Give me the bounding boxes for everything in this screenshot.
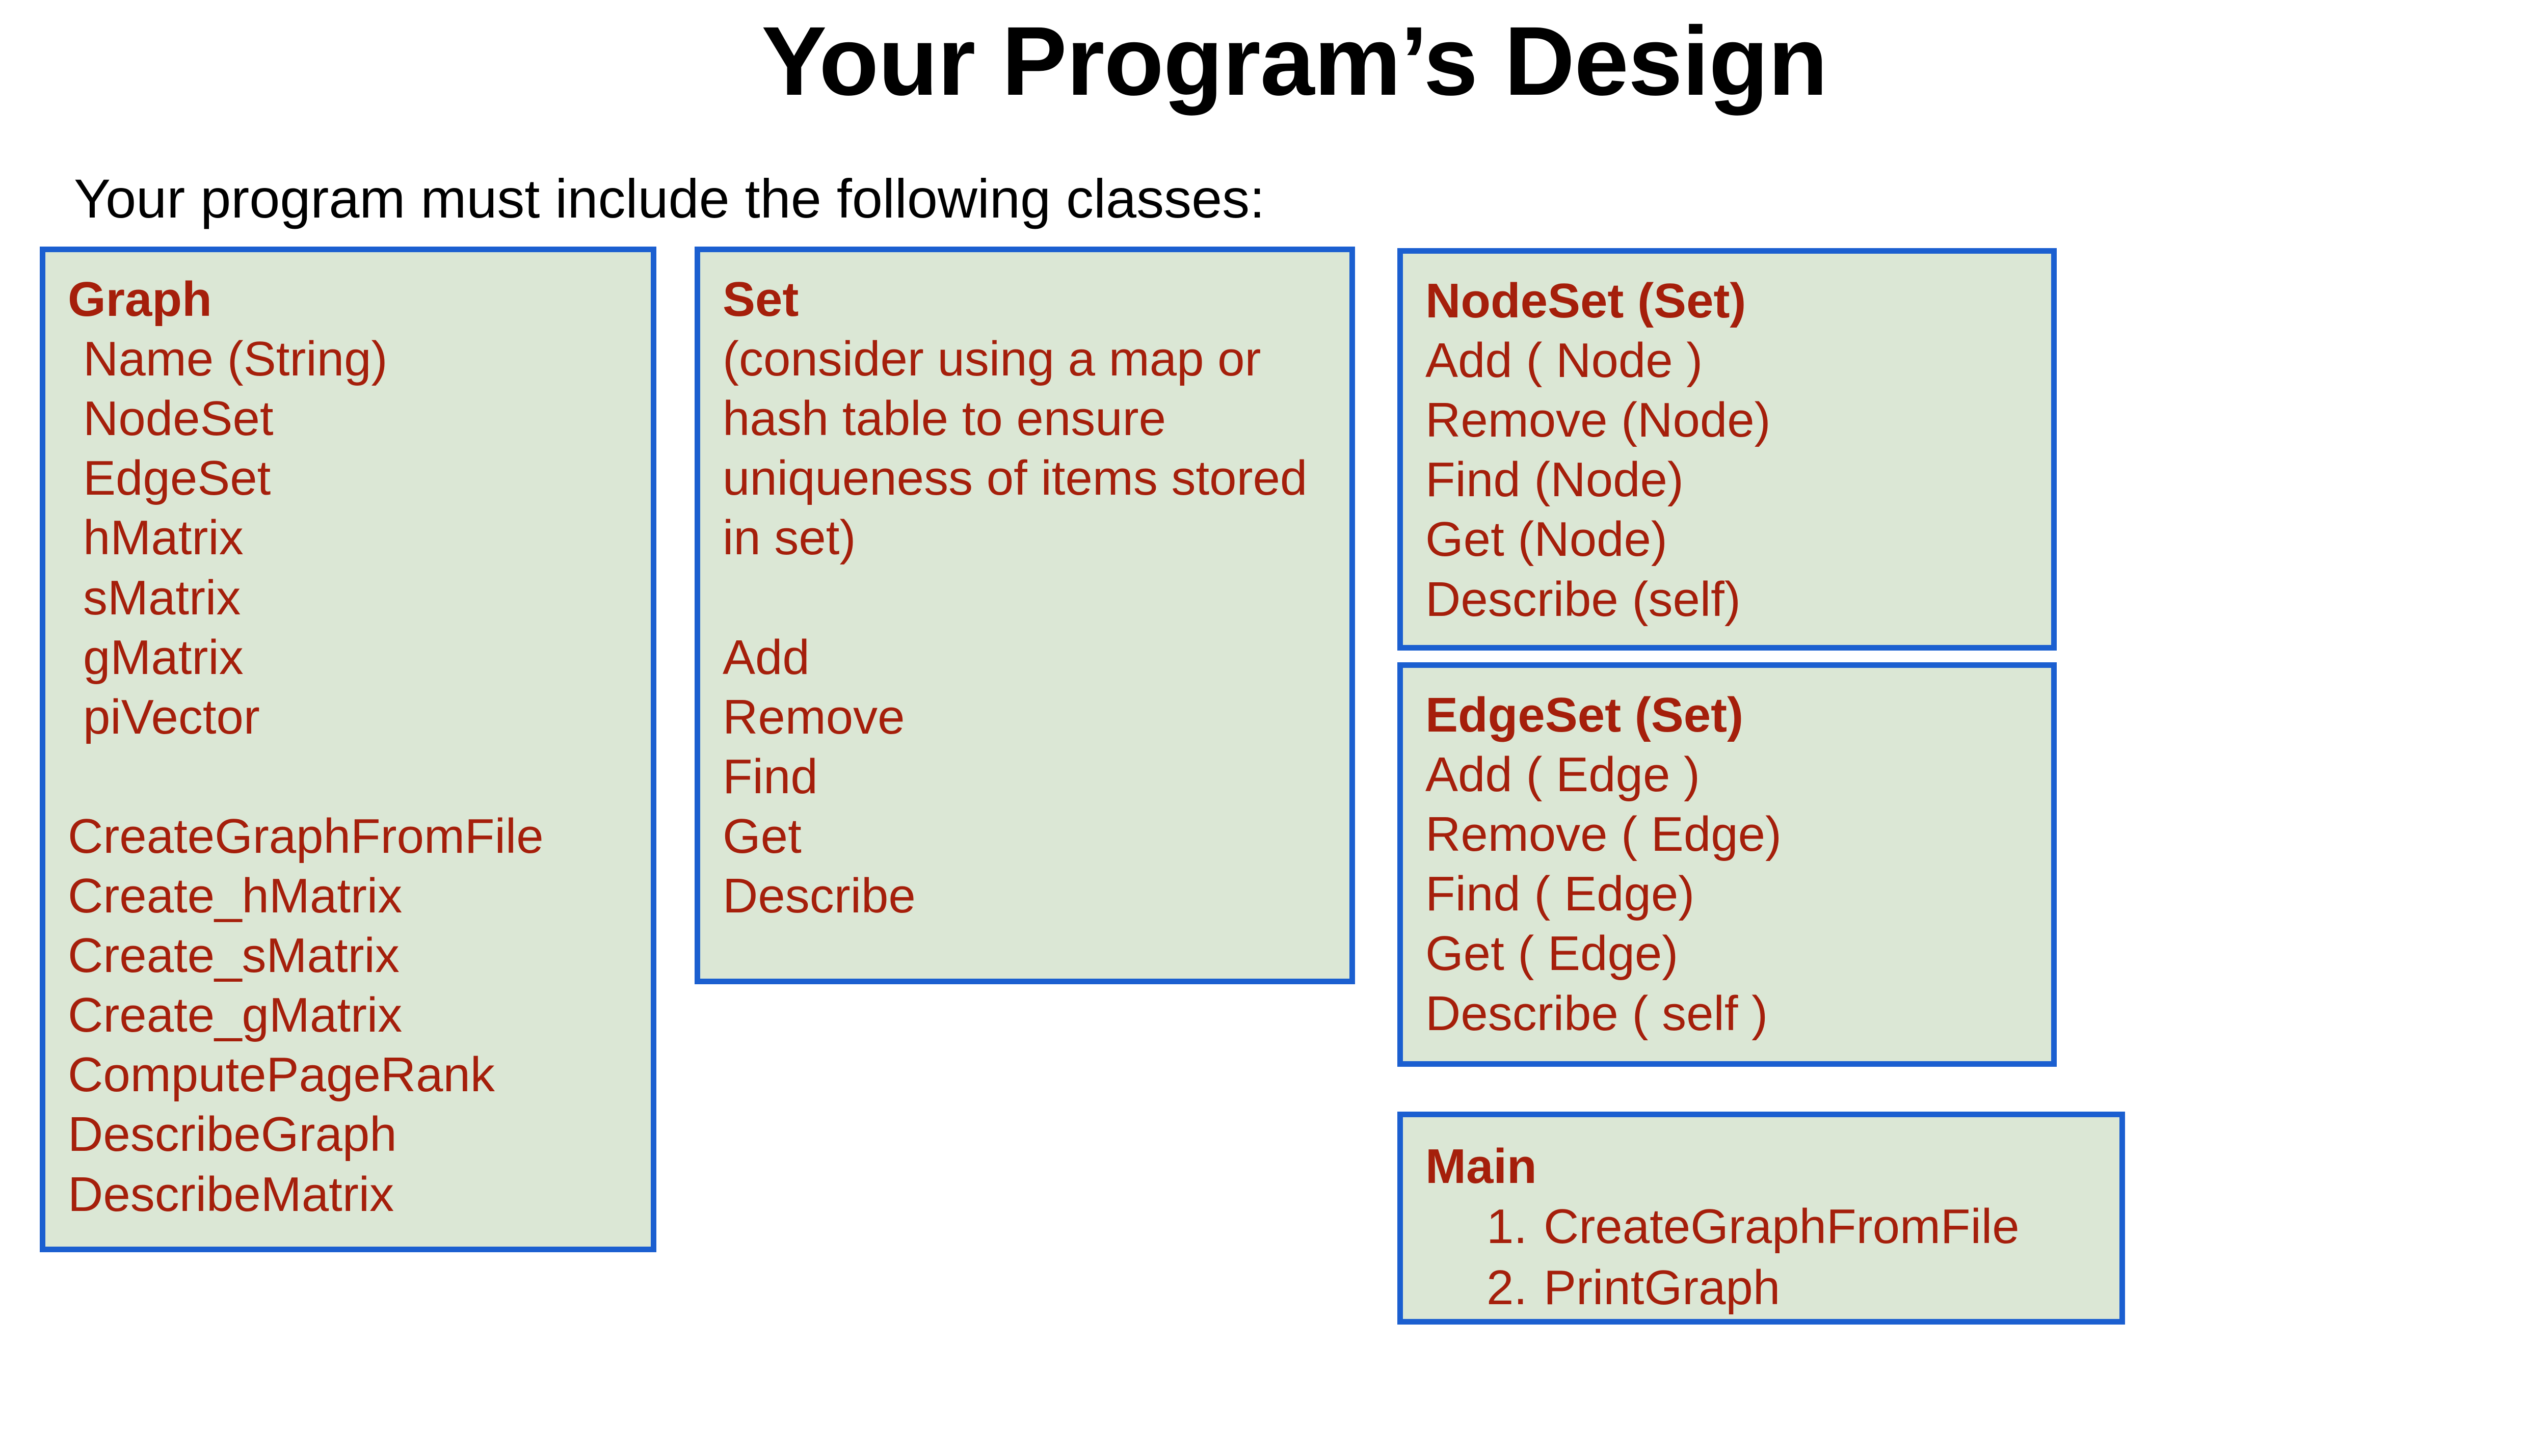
class-box-edgeset-content: EdgeSet (Set) Add ( Edge ) Remove ( Edge… [1403, 668, 2051, 1061]
class-box-nodeset: NodeSet (Set) Add ( Node ) Remove (Node)… [1397, 248, 2057, 651]
list-item: DescribeGraph [68, 1107, 397, 1162]
list-item: ComputePageRank [68, 1047, 495, 1102]
list-item: NodeSet [83, 391, 274, 446]
list-item: Add ( Node ) [1425, 333, 1703, 388]
list-item-label: CreateGraphFromFile [1544, 1199, 2020, 1254]
list-item: Describe (self) [1425, 572, 1741, 627]
list-item: gMatrix [83, 630, 244, 685]
class-box-graph: Graph Name (String) NodeSet EdgeSet hMat… [40, 247, 656, 1252]
list-item: Create_hMatrix [68, 868, 403, 923]
list-item-number: 2. [1487, 1260, 1528, 1315]
slide-title: Your Program’s Design [761, 6, 1827, 116]
method-list-edgeset: Add ( Edge ) Remove ( Edge) Find ( Edge)… [1425, 745, 2051, 1043]
list-item: 2. PrintGraph [1487, 1257, 2119, 1318]
list-item: Describe ( self ) [1425, 986, 1768, 1041]
slide-subtitle: Your program must include the following … [74, 168, 1265, 229]
list-gap-divider [68, 747, 651, 806]
list-item: Create_sMatrix [68, 928, 400, 983]
list-item: Find [723, 749, 818, 804]
list-item: EdgeSet [83, 451, 271, 506]
list-item: Remove ( Edge) [1425, 807, 1782, 862]
class-box-set-content: Set (consider using a map or hash table … [700, 252, 1349, 979]
list-item: Get ( Edge) [1425, 926, 1679, 981]
method-list-set: Add Remove Find Get Describe [723, 628, 1349, 926]
class-description-set: (consider using a map or hash table to e… [723, 332, 1308, 565]
list-item: Create_gMatrix [68, 988, 403, 1043]
class-title-edgeset: EdgeSet (Set) [1425, 688, 1744, 742]
list-item: sMatrix [83, 570, 241, 625]
list-item: piVector [83, 689, 260, 744]
list-item: Find (Node) [1425, 452, 1684, 507]
list-item: Describe [723, 868, 916, 923]
list-item-label: PrintGraph [1544, 1260, 1781, 1315]
class-box-main: Main 1. CreateGraphFromFile 2. PrintGrap… [1397, 1112, 2125, 1325]
list-item: hMatrix [83, 510, 244, 565]
step-list-main: 1. CreateGraphFromFile 2. PrintGraph [1425, 1196, 2119, 1318]
attribute-list-graph: Name (String) NodeSet EdgeSet hMatrix sM… [68, 329, 651, 747]
list-item: DescribeMatrix [68, 1167, 394, 1222]
list-item: Add ( Edge ) [1425, 747, 1700, 802]
list-item: CreateGraphFromFile [68, 808, 544, 864]
list-item: Get [723, 808, 802, 864]
class-box-nodeset-content: NodeSet (Set) Add ( Node ) Remove (Node)… [1403, 254, 2051, 645]
class-title-main: Main [1425, 1139, 1537, 1194]
class-title-nodeset: NodeSet (Set) [1425, 274, 1746, 328]
list-item: Add [723, 630, 810, 685]
list-item: Remove (Node) [1425, 393, 1771, 448]
list-item: Find ( Edge) [1425, 867, 1695, 922]
list-item: Get (Node) [1425, 512, 1667, 567]
method-list-nodeset: Add ( Node ) Remove (Node) Find (Node) G… [1425, 331, 2051, 629]
list-item: Remove [723, 689, 905, 744]
class-box-set: Set (consider using a map or hash table … [695, 247, 1355, 984]
class-title-set: Set [723, 272, 799, 327]
list-item: 1. CreateGraphFromFile [1487, 1196, 2119, 1257]
method-list-graph: CreateGraphFromFile Create_hMatrix Creat… [68, 806, 651, 1224]
class-box-edgeset: EdgeSet (Set) Add ( Edge ) Remove ( Edge… [1397, 662, 2057, 1067]
list-item-number: 1. [1487, 1199, 1528, 1254]
list-gap-divider [723, 568, 1349, 628]
class-title-graph: Graph [68, 272, 212, 327]
class-box-graph-content: Graph Name (String) NodeSet EdgeSet hMat… [45, 252, 651, 1247]
list-item: Name (String) [83, 332, 388, 387]
class-box-main-content: Main 1. CreateGraphFromFile 2. PrintGrap… [1403, 1117, 2119, 1319]
